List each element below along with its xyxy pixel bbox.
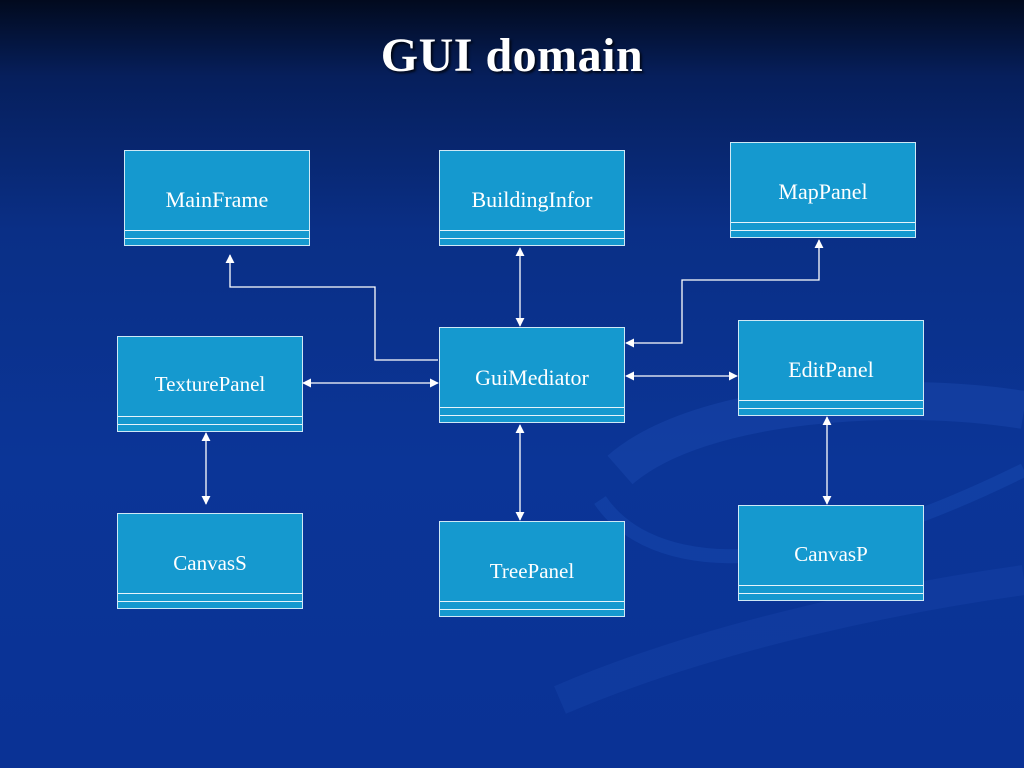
class-divider — [440, 230, 624, 231]
class-divider — [440, 415, 624, 416]
class-divider — [440, 407, 624, 408]
class-name-buildinginfor: BuildingInfor — [471, 187, 593, 212]
class-name-canvasp: CanvasP — [794, 542, 868, 566]
class-divider — [125, 238, 309, 239]
class-name-mainframe: MainFrame — [165, 187, 269, 212]
class-divider — [739, 593, 923, 594]
class-box-texturepanel: TexturePanel — [117, 336, 303, 432]
class-divider — [118, 424, 302, 425]
class-name-canvass: CanvasS — [173, 551, 247, 575]
link-guimediator-mappanel — [625, 239, 824, 348]
class-name-mappanel: MapPanel — [778, 179, 868, 204]
class-box-guimediator: GuiMediator — [439, 327, 625, 423]
class-name-editpanel: EditPanel — [788, 357, 874, 382]
class-divider — [118, 593, 302, 594]
class-divider — [118, 416, 302, 417]
slide-title: GUI domain — [380, 29, 644, 82]
class-divider — [440, 609, 624, 610]
class-name-texturepanel: TexturePanel — [154, 372, 266, 396]
class-box-editpanel: EditPanel — [738, 320, 924, 416]
class-divider — [739, 400, 923, 401]
class-box-canvasp: CanvasP — [738, 505, 924, 601]
class-name-treepanel: TreePanel — [489, 559, 575, 583]
class-name-guimediator: GuiMediator — [475, 365, 589, 390]
class-divider — [731, 230, 915, 231]
class-box-buildinginfor: BuildingInfor — [439, 150, 625, 246]
class-box-mappanel: MapPanel — [730, 142, 916, 238]
class-box-mainframe: MainFrame — [124, 150, 310, 246]
class-divider — [739, 408, 923, 409]
class-divider — [440, 238, 624, 239]
class-divider — [440, 601, 624, 602]
class-divider — [731, 222, 915, 223]
class-divider — [118, 601, 302, 602]
link-guimediator-mainframe — [225, 254, 438, 361]
class-box-treepanel: TreePanel — [439, 521, 625, 617]
class-box-canvass: CanvasS — [117, 513, 303, 609]
class-divider — [125, 230, 309, 231]
class-divider — [739, 585, 923, 586]
